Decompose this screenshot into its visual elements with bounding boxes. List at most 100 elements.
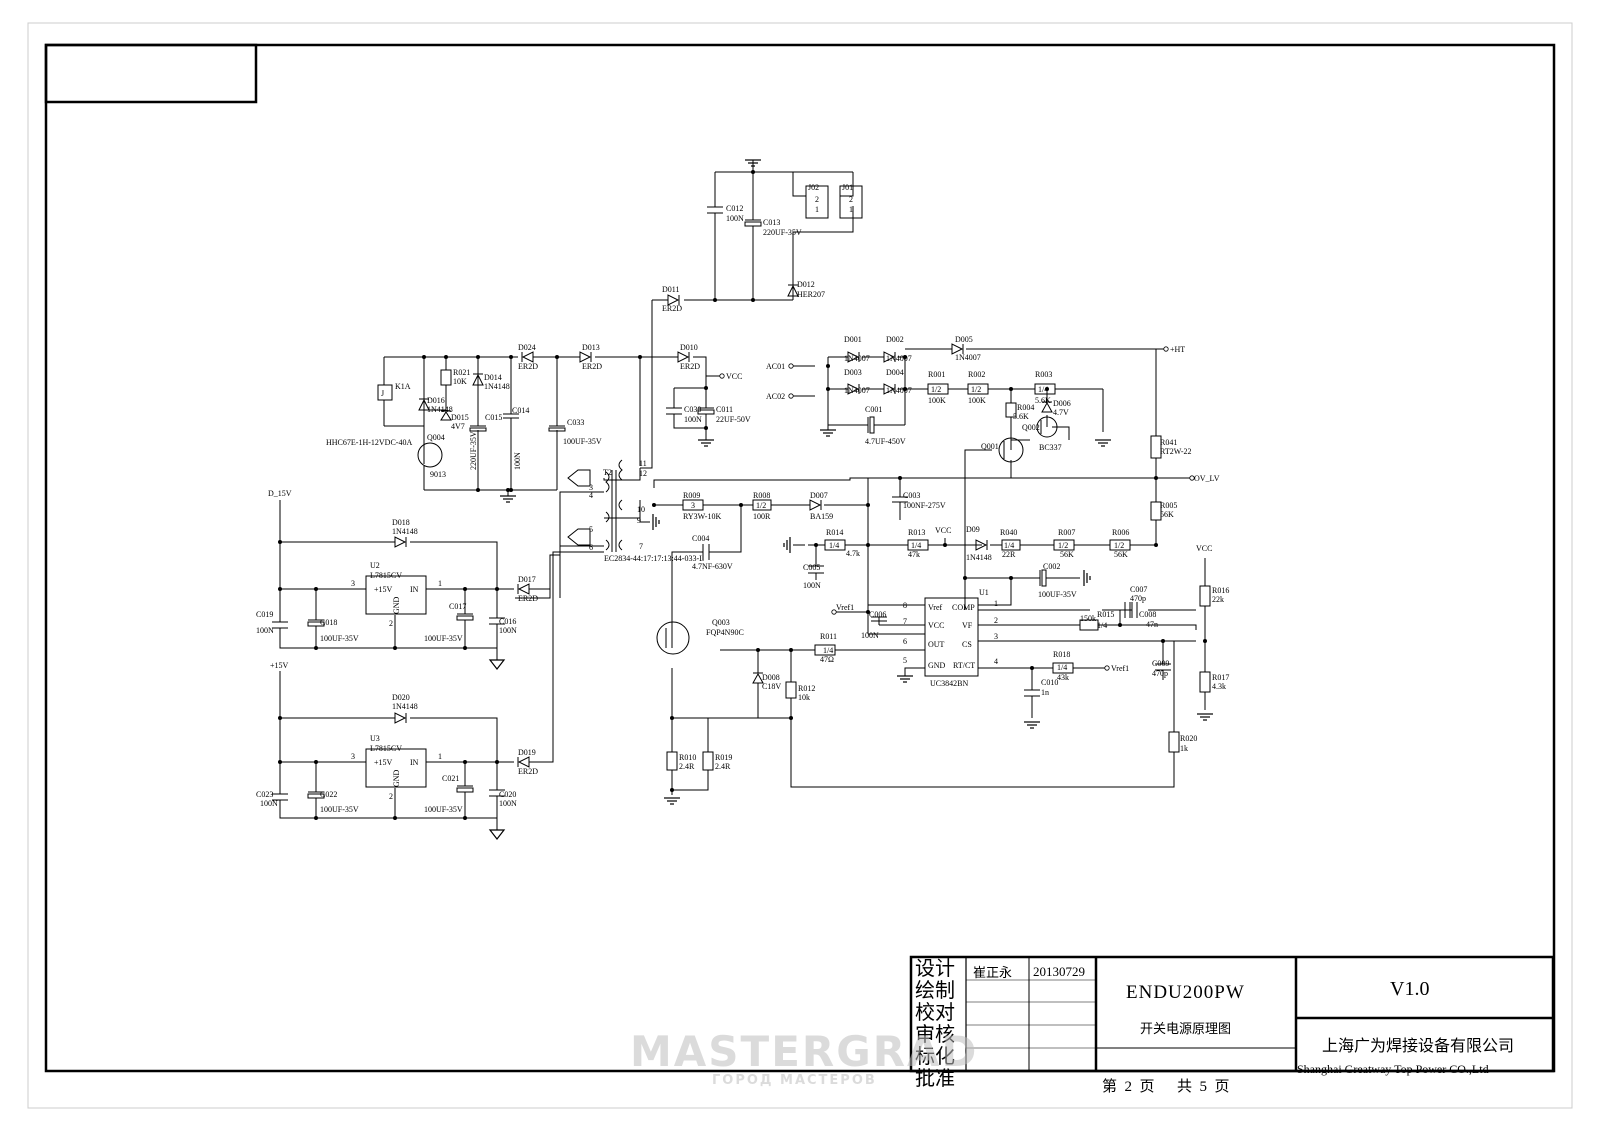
value-C016: 100N (499, 626, 517, 635)
label-D013: D013 (582, 343, 600, 352)
label-D011: D011 (662, 285, 679, 294)
label-R003: R003 (1035, 370, 1052, 379)
label-D004: D004 (886, 368, 904, 377)
label-C004: C004 (692, 534, 709, 543)
label-D005: D005 (955, 335, 973, 344)
label-R021: R021 (453, 368, 470, 377)
pin: 4 (589, 491, 593, 500)
reg-pin-label: +15V (374, 758, 393, 767)
label-C009: C009 (1152, 659, 1169, 668)
power-R007: 1/2 (1058, 541, 1068, 550)
label-D014: D014 (484, 373, 502, 382)
title-block-roles: 设计 绘制 校对 审核 标化 批准 (915, 958, 955, 1090)
label-Q004: Q004 (427, 433, 445, 442)
company-name-en: Shanghai Greatway Top Power CO.,Ltd (1297, 1062, 1489, 1076)
value-D09: 1N4148 (966, 553, 992, 562)
label-R007: R007 (1058, 528, 1075, 537)
value-R013: 47k (908, 550, 920, 559)
relay-coil-label: J (381, 389, 384, 398)
value-R001: 100K (928, 396, 946, 405)
label-R017: R017 (1212, 673, 1229, 682)
value-D005: 1N4007 (955, 353, 981, 362)
value-C020: 100N (499, 799, 517, 808)
value-R021: 10K (453, 377, 467, 386)
pin: 2 (849, 195, 853, 204)
label-C003: C003 (903, 491, 920, 500)
power-R003: 1/4 (1038, 385, 1048, 394)
label-R014: R014 (826, 528, 843, 537)
value-D014: 1N4148 (484, 382, 510, 391)
label-C008: C008 (1139, 610, 1156, 619)
power-R009: 3 (691, 501, 695, 510)
corner-box (44, 43, 258, 104)
label-T2: T2 (603, 468, 612, 477)
net-vcc: VCC (1196, 544, 1212, 553)
label-R019: R019 (715, 753, 732, 762)
label-D024: D024 (518, 343, 536, 352)
value-C003: 100NF-275V (903, 501, 946, 510)
label-D020: D020 (392, 693, 410, 702)
reg-pin-label: IN (410, 758, 419, 767)
label-C005: C005 (803, 563, 820, 572)
label-R005: R005 (1160, 501, 1177, 510)
value-R007: 56K (1060, 550, 1074, 559)
value-D016: 1N4148 (427, 405, 453, 414)
power-R014: 1/4 (829, 541, 839, 550)
power-R001: 1/2 (931, 385, 941, 394)
label-C021: C021 (442, 774, 459, 783)
role-draw: 绘制 (915, 980, 955, 1002)
value-C013: 220UF-35V (763, 228, 802, 237)
pin: 1 (438, 579, 442, 588)
label-D016: D016 (427, 396, 445, 405)
value-C002: 100UF-35V (1038, 590, 1077, 599)
label-D015: D015 (451, 413, 469, 422)
net-hv: +HT (1170, 345, 1185, 354)
label-C007: C007 (1130, 585, 1147, 594)
value-C030: 100N (684, 415, 702, 424)
value-C008: 47n (1146, 620, 1158, 629)
label-K1A: K1A (395, 382, 411, 391)
pin: 6 (903, 637, 907, 646)
pin: 7 (639, 542, 643, 551)
value-D019: ER2D (518, 767, 538, 776)
title-block (909, 955, 1555, 1073)
pin: 7 (903, 617, 907, 626)
value-C022: 100UF-35V (320, 805, 359, 814)
label-R004: R004 (1017, 403, 1034, 412)
value-R003: 5.6K (1035, 396, 1051, 405)
net-plus-15v: +15V (270, 661, 289, 670)
label-R040: R040 (1000, 528, 1017, 537)
pin: 2 (994, 616, 998, 625)
value-R006: 56K (1114, 550, 1128, 559)
value-C010: 1n (1041, 688, 1049, 697)
label-C014: C014 (512, 406, 529, 415)
power-R013: 1/4 (911, 541, 921, 550)
label-R010: R010 (679, 753, 696, 762)
label-R018: R018 (1053, 650, 1070, 659)
value-R008: 100R (753, 512, 771, 521)
net-vref1: Vref1 (836, 603, 854, 612)
label-C016: C016 (499, 617, 516, 626)
pin: 4 (994, 657, 998, 666)
pin: 12 (639, 469, 647, 478)
value-C014: 100N (513, 452, 522, 470)
company-name-cn: 上海广为焊接设备有限公司 (1322, 1038, 1515, 1055)
ic-pin-label: CS (962, 640, 972, 649)
wires (279, 160, 1206, 830)
value-C021: 100UF-35V (424, 805, 463, 814)
label-D017: D017 (518, 575, 536, 584)
value-C006: 100N (861, 631, 879, 640)
model-number: ENDU200PW (1126, 982, 1245, 1003)
value-R019: 2.4R (715, 762, 731, 771)
value-C011: 22UF-50V (716, 415, 751, 424)
reg-pin-label: GND (392, 769, 401, 787)
component-labels: J02 J01 2 1 2 1 C012 100N C013 220UF-35V… (256, 183, 1229, 814)
value-R009: RY3W-10K (683, 512, 721, 521)
value-R018: 43k (1057, 673, 1069, 682)
pin: 1 (815, 205, 819, 214)
value-Q004: 9013 (430, 470, 446, 479)
label-relay: HHC67E-1H-12VDC-40A (326, 438, 412, 447)
value-D008: C18V (762, 682, 781, 691)
components (272, 159, 1214, 840)
pin: 8 (903, 601, 907, 610)
